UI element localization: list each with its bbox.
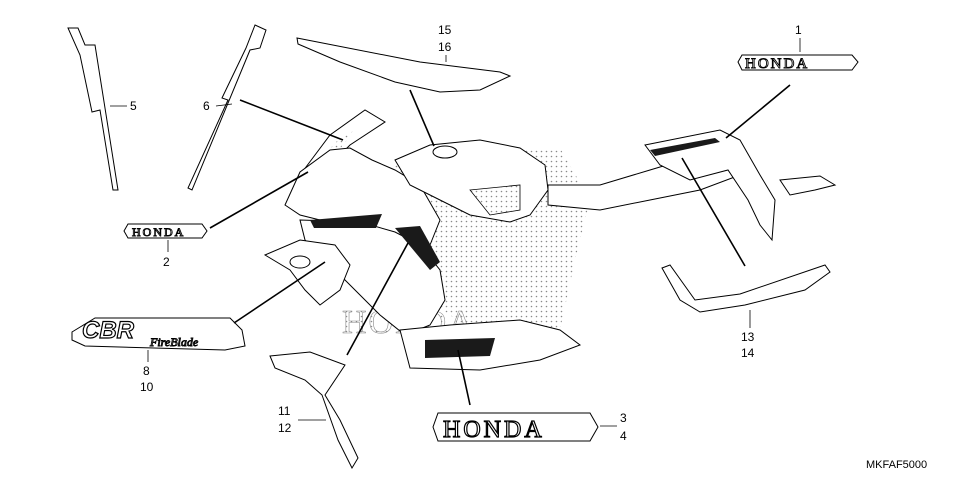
tail-section <box>644 129 776 242</box>
callout-14: 14 <box>741 346 755 360</box>
part-2-honda-emblem: HONDA <box>123 223 208 239</box>
part-1-honda-text: HONDA <box>745 56 809 72</box>
callout-15: 15 <box>438 23 452 37</box>
fairing-stripe-diagonal <box>395 226 440 270</box>
callout-1: 1 <box>795 23 802 37</box>
part-5-stripe <box>67 27 119 191</box>
leader-1-to-tail <box>725 84 791 139</box>
diagram-code: MKFAF5000 <box>866 459 927 471</box>
tank-knee-panel <box>469 184 521 216</box>
part-1-honda-emblem: HONDA <box>737 54 859 72</box>
leader-8-10-to-fairing <box>233 261 326 324</box>
part-3-4-honda-emblem: HONDA <box>432 412 599 444</box>
part-6-stripe <box>187 24 267 191</box>
side-panel <box>263 239 351 306</box>
part-2-honda-text: HONDA <box>132 225 185 239</box>
leader-11-12-to-fairing <box>346 242 409 356</box>
part-11-12-stripe <box>269 351 359 470</box>
leader-6 <box>215 103 233 107</box>
leader-13-14-to-tail <box>681 157 746 267</box>
leader-15-16-to-tank <box>409 89 435 147</box>
part-8-10-cbr-emblem: CBR FireBlade <box>71 316 246 351</box>
callout-11: 11 <box>278 404 291 418</box>
leader-lines <box>110 38 801 427</box>
callout-4: 4 <box>620 429 627 443</box>
callout-6: 6 <box>203 99 210 113</box>
leader-3-4-to-lower-cowl <box>457 349 471 406</box>
callout-numbers: 1 2 3 4 5 6 8 10 11 12 13 14 15 16 <box>130 23 802 443</box>
cbr-text: CBR <box>82 317 135 344</box>
part-13-14-stripe <box>661 264 831 313</box>
callout-10: 10 <box>140 380 154 394</box>
side-panel-vent <box>289 255 311 269</box>
callout-8: 8 <box>143 364 150 378</box>
part-3-4-honda-text: HONDA <box>443 417 545 443</box>
tail-stripe <box>650 138 720 156</box>
callout-16: 16 <box>438 40 452 54</box>
part-15-16-stripe <box>296 37 512 93</box>
callout-12: 12 <box>278 421 292 435</box>
fuel-cap <box>432 145 458 159</box>
fairing-stripe-upper <box>310 214 382 228</box>
callout-3: 3 <box>620 411 627 425</box>
lower-cowl-stripe <box>425 338 495 358</box>
callout-13: 13 <box>741 330 755 344</box>
callout-5: 5 <box>130 99 137 113</box>
rear-hugger <box>779 175 837 196</box>
callout-2: 2 <box>163 255 170 269</box>
leader-6-to-windscreen <box>239 99 344 141</box>
fairing-assembly: HONDA <box>263 109 837 371</box>
leader-2-to-cowl <box>209 171 309 229</box>
fireblade-text: FireBlade <box>149 335 199 349</box>
